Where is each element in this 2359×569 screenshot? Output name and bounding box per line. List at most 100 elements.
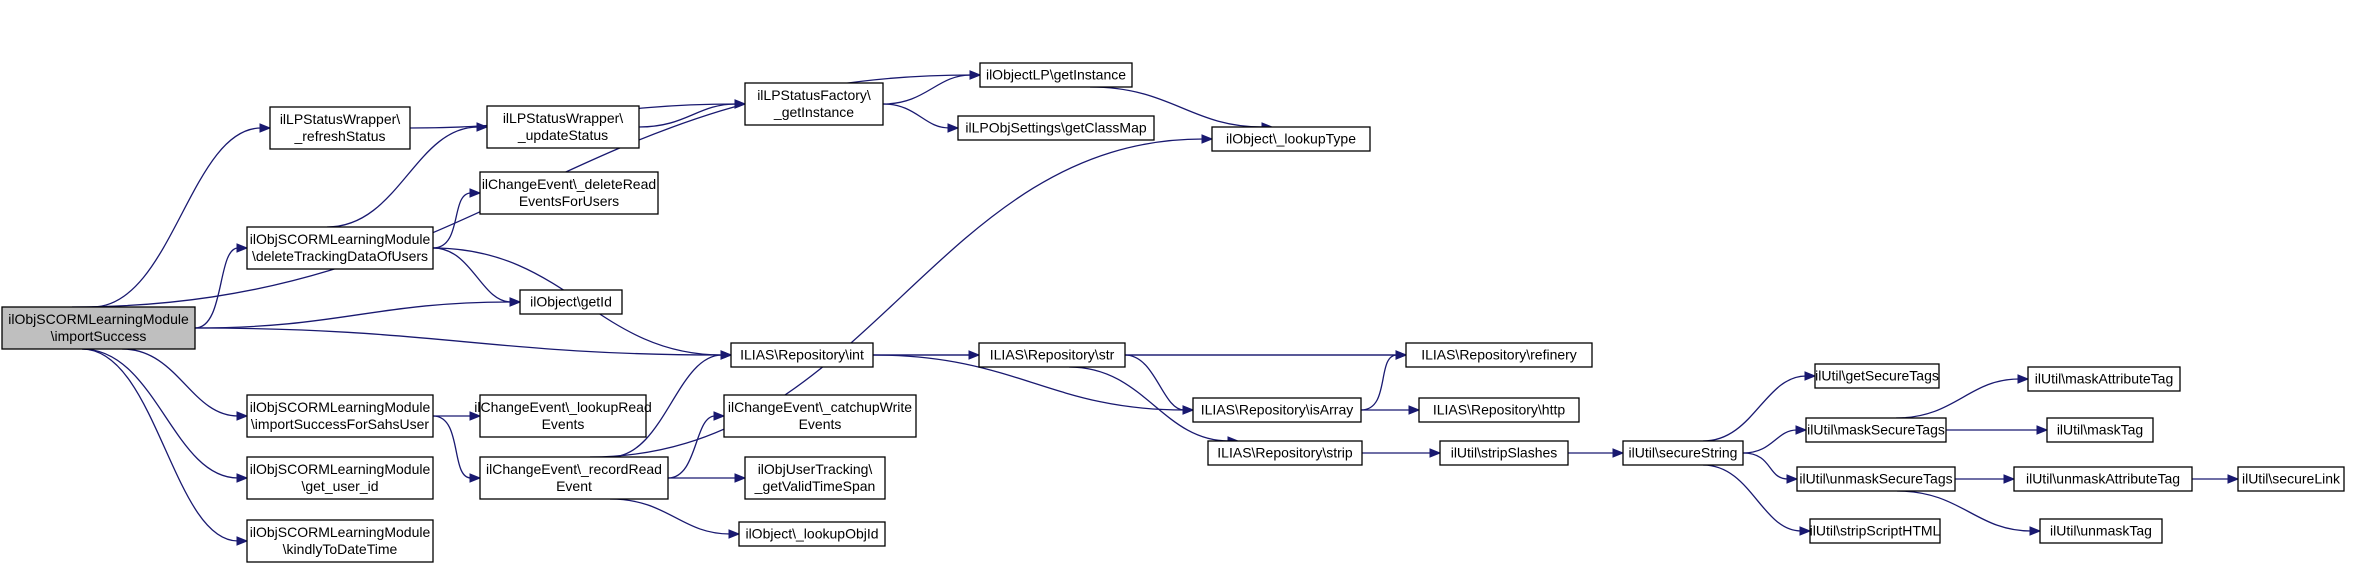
node-label: ilObjSCORMLearningModule bbox=[250, 399, 431, 415]
node-update-status[interactable]: ilLPStatusWrapper\_updateStatus bbox=[486, 105, 640, 149]
node-unmask-tag[interactable]: ilUtil\unmaskTag bbox=[2039, 518, 2163, 544]
arrowhead-icon bbox=[734, 473, 747, 483]
node-label: ilObjUserTracking\ bbox=[758, 461, 873, 477]
arrowhead-icon bbox=[1786, 474, 1799, 484]
node-repo-int[interactable]: ILIAS\Repository\int bbox=[730, 342, 874, 368]
node-http[interactable]: ILIAS\Repository\http bbox=[1418, 397, 1580, 423]
node-mask-secure-tags[interactable]: ilUtil\maskSecureTags bbox=[1805, 417, 1947, 443]
node-valid-time[interactable]: ilObjUserTracking\_getValidTimeSpan bbox=[744, 456, 886, 500]
node-repo-str[interactable]: ILIAS\Repository\str bbox=[978, 342, 1126, 368]
node-label: ilUtil\unmaskTag bbox=[2050, 523, 2152, 539]
node-lp-get-instance[interactable]: ilObjectLP\getInstance bbox=[979, 62, 1133, 88]
node-mask-tag[interactable]: ilUtil\maskTag bbox=[2046, 417, 2154, 443]
node-box bbox=[730, 342, 874, 368]
nodes-layer: ilObjSCORMLearningModule\importSuccessil… bbox=[1, 62, 2345, 563]
edge-delete-tracking-to-delete-read bbox=[432, 192, 472, 249]
node-box bbox=[479, 394, 647, 438]
edge-record-read-to-repo-int bbox=[609, 354, 723, 458]
node-label: ilUtil\unmaskSecureTags bbox=[1799, 471, 1952, 487]
edge-secure-string-to-strip-script bbox=[1702, 464, 1802, 532]
node-box bbox=[2039, 518, 2163, 544]
node-class-map[interactable]: ilLPObjSettings\getClassMap bbox=[957, 115, 1155, 141]
node-label: ilLPObjSettings\getClassMap bbox=[965, 120, 1147, 136]
node-box bbox=[1622, 440, 1744, 466]
edge-secure-string-to-get-secure-tags bbox=[1702, 375, 1807, 442]
node-mask-attr[interactable]: ilUtil\maskAttributeTag bbox=[2027, 366, 2181, 392]
node-secure-string[interactable]: ilUtil\secureString bbox=[1622, 440, 1744, 466]
edge-lp-get-instance-to-lookup-type bbox=[1089, 86, 1264, 128]
node-label: ilObject\getId bbox=[530, 294, 612, 310]
node-factory[interactable]: ilLPStatusFactory\_getInstance bbox=[744, 82, 884, 126]
node-strip-script[interactable]: ilUtil\stripScriptHTML bbox=[1809, 518, 1941, 544]
node-unmask-attr[interactable]: ilUtil\unmaskAttributeTag bbox=[2013, 466, 2193, 492]
edge-secure-string-to-mask-secure-tags bbox=[1742, 429, 1798, 454]
node-label: ILIAS\Repository\strip bbox=[1217, 445, 1353, 461]
arrowhead-icon bbox=[720, 350, 733, 360]
arrowhead-icon bbox=[236, 243, 249, 253]
node-is-array[interactable]: ILIAS\Repository\isArray bbox=[1192, 397, 1362, 423]
arrowhead-icon bbox=[2003, 474, 2016, 484]
node-get-id[interactable]: ilObject\getId bbox=[519, 289, 623, 315]
node-refresh-status[interactable]: ilLPStatusWrapper\_refreshStatus bbox=[269, 106, 411, 150]
edge-update-status-to-factory bbox=[638, 103, 737, 128]
arrowhead-icon bbox=[236, 473, 249, 483]
node-get-secure-tags[interactable]: ilUtil\getSecureTags bbox=[1814, 363, 1940, 389]
node-lookup-type[interactable]: ilObject\_lookupType bbox=[1211, 126, 1371, 152]
edge-import-sahs-to-record-read bbox=[432, 415, 472, 479]
node-label: ilLPStatusFactory\ bbox=[757, 87, 871, 103]
node-label: _getInstance bbox=[773, 104, 854, 120]
node-label: ilUtil\maskSecureTags bbox=[1807, 422, 1945, 438]
arrowhead-icon bbox=[1201, 134, 1214, 144]
node-label: ilObjSCORMLearningModule bbox=[250, 524, 431, 540]
edge-record-read-to-lookup-type bbox=[589, 138, 1204, 458]
node-box bbox=[979, 62, 1133, 88]
node-label: ilObjSCORMLearningModule bbox=[250, 461, 431, 477]
edge-root-to-repo-int bbox=[194, 327, 723, 356]
arrowhead-icon bbox=[947, 123, 960, 133]
node-lookup-obj-id[interactable]: ilObject\_lookupObjId bbox=[738, 521, 886, 547]
node-box bbox=[519, 289, 623, 315]
node-box bbox=[1814, 363, 1940, 389]
node-box bbox=[486, 105, 640, 149]
arrowhead-icon bbox=[469, 473, 482, 483]
node-get-user-id[interactable]: ilObjSCORMLearningModule\get_user_id bbox=[246, 456, 434, 500]
arrowhead-icon bbox=[713, 411, 726, 421]
arrowhead-icon bbox=[259, 123, 272, 133]
node-delete-tracking[interactable]: ilObjSCORMLearningModule\deleteTrackingD… bbox=[246, 226, 434, 270]
node-box bbox=[1192, 397, 1362, 423]
node-label: ilLPStatusWrapper\ bbox=[503, 110, 623, 126]
edge-factory-to-class-map bbox=[882, 103, 950, 129]
node-secure-link[interactable]: ilUtil\secureLink bbox=[2237, 466, 2345, 492]
node-refinery[interactable]: ILIAS\Repository\refinery bbox=[1405, 342, 1593, 368]
edge-record-read-to-catchup bbox=[667, 415, 716, 479]
arrowhead-icon bbox=[236, 411, 249, 421]
arrowhead-icon bbox=[728, 529, 741, 539]
edge-root-to-import-sahs bbox=[121, 348, 239, 417]
node-root[interactable]: ilObjSCORMLearningModule\importSuccess bbox=[1, 306, 196, 350]
node-unmask-secure-tags[interactable]: ilUtil\unmaskSecureTags bbox=[1796, 466, 1956, 492]
node-strip-slashes[interactable]: ilUtil\stripSlashes bbox=[1439, 440, 1569, 466]
edge-delete-tracking-to-get-id bbox=[432, 247, 512, 303]
node-label: ilObjSCORMLearningModule bbox=[8, 311, 189, 327]
node-import-sahs[interactable]: ilObjSCORMLearningModule\importSuccessFo… bbox=[246, 394, 434, 438]
node-box bbox=[744, 456, 886, 500]
node-box bbox=[2027, 366, 2181, 392]
node-box bbox=[2013, 466, 2193, 492]
node-label: ilChangeEvent\_deleteRead bbox=[482, 176, 656, 192]
arrowhead-icon bbox=[1395, 350, 1408, 360]
node-label: ILIAS\Repository\str bbox=[990, 347, 1115, 363]
node-label: ilObject\_lookupType bbox=[1226, 131, 1356, 147]
edge-root-to-kindly bbox=[81, 348, 239, 542]
node-box bbox=[2046, 417, 2154, 443]
edge-root-to-get-id bbox=[194, 301, 512, 329]
node-box bbox=[479, 171, 659, 215]
arrowhead-icon bbox=[1408, 405, 1421, 415]
node-kindly[interactable]: ilObjSCORMLearningModule\kindlyToDateTim… bbox=[246, 519, 434, 563]
node-box bbox=[723, 394, 917, 438]
node-repo-strip[interactable]: ILIAS\Repository\strip bbox=[1207, 440, 1363, 466]
node-label: ilUtil\stripScriptHTML bbox=[1810, 523, 1941, 539]
